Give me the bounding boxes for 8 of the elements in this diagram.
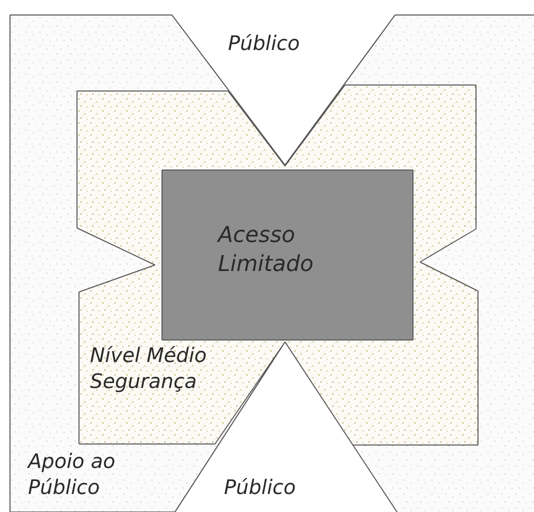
- inner-zone: [162, 170, 413, 340]
- zone-label: Nível Médio Segurança: [90, 342, 208, 394]
- zone-label: Público: [224, 474, 297, 500]
- zone-label: Público: [228, 30, 301, 56]
- public-zone: [172, 15, 395, 165]
- middle-zone: [77, 85, 478, 445]
- zone-label: Acesso Limitado: [218, 222, 314, 279]
- zone-label: Apoio ao Público: [28, 448, 116, 500]
